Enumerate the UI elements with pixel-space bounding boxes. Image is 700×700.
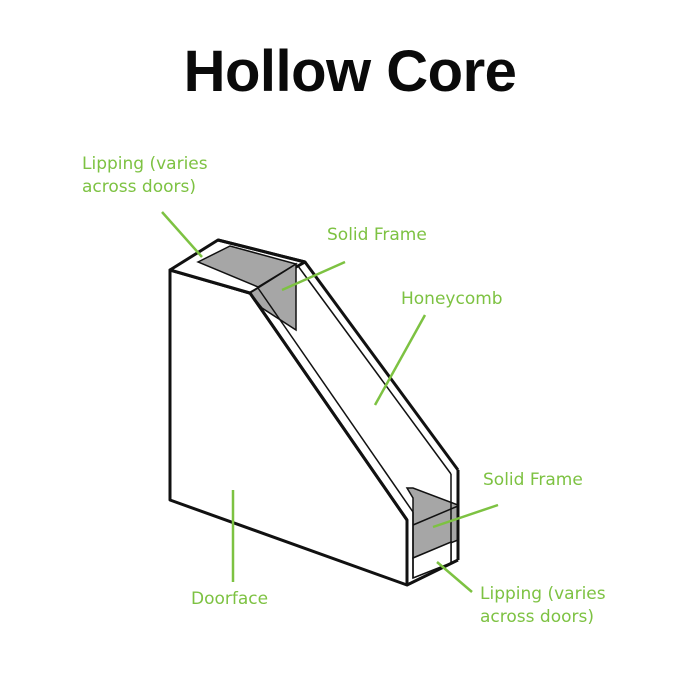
leader-lipping-bottom bbox=[436, 561, 473, 593]
leader-lipping-top bbox=[161, 211, 203, 258]
label-solid-frame-top: Solid Frame bbox=[327, 225, 427, 245]
leader-solid-frame-top bbox=[281, 260, 346, 292]
label-solid-frame-bottom: Solid Frame bbox=[483, 470, 583, 490]
label-honeycomb: Honeycomb bbox=[401, 289, 503, 309]
label-doorface: Doorface bbox=[191, 589, 269, 609]
leader-solid-frame-bottom bbox=[432, 503, 499, 529]
leader-honeycomb bbox=[373, 314, 427, 406]
label-lipping-top: Lipping (varies across doors) bbox=[82, 154, 208, 197]
label-lipping-bottom: Lipping (varies across doors) bbox=[480, 584, 606, 627]
diagram-title: Hollow Core bbox=[183, 39, 517, 104]
